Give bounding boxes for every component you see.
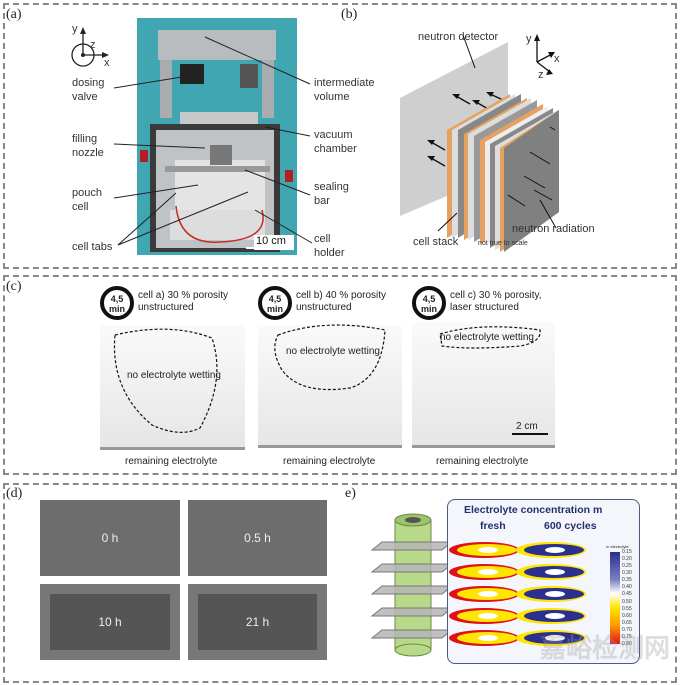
colorbar-title: m electrolyte (606, 544, 629, 549)
colorbar-tick: 0.45 (622, 591, 632, 598)
colorbar-tick: 0.20 (622, 556, 632, 563)
colorbar-tick: 0.65 (622, 619, 632, 626)
axis-x-label-b: x (554, 53, 560, 65)
cell-a-image (100, 325, 245, 450)
fresh-map-center (478, 635, 498, 641)
not-to-scale-note: not true to scale (478, 240, 528, 247)
panel-de (3, 483, 677, 683)
axis-z-label-b: z (538, 69, 544, 81)
colorbar-tick: 0.30 (622, 570, 632, 577)
column-600-cycles: 600 cycles (544, 520, 597, 532)
cell-a-region: no electrolyte wetting (127, 370, 221, 381)
colorbar-tick: 0.80 (622, 641, 632, 647)
colorbar-tick: 0.50 (622, 598, 632, 605)
panel-c-label: (c) (6, 279, 22, 294)
label-cell-holder: cell holder (314, 233, 345, 259)
neutron-radiation-label: neutron radiation (512, 223, 595, 235)
neutron-image-21h: 21 h (188, 584, 327, 660)
label-pouch-cell: pouch cell (72, 187, 102, 213)
cycled-map-center (545, 613, 565, 619)
cell-stack-label: cell stack (413, 236, 459, 248)
cycled-map-center (545, 547, 565, 553)
fresh-map-center (478, 547, 498, 553)
colorbar (610, 552, 620, 644)
colorbar-tick: 0.70 (622, 626, 632, 633)
neutron-image-0h: 0 h (40, 500, 180, 576)
label-dosing-valve: dosing valve (72, 77, 105, 103)
scale-bar-c: 2 cm (516, 421, 538, 432)
label-intermediate-volume: intermediate volume (314, 77, 375, 103)
axis-x-label: x (104, 57, 110, 69)
fresh-map-center (478, 591, 498, 597)
neutron-detector-label: neutron detector (418, 31, 499, 43)
cycled-map-center (545, 591, 565, 597)
colorbar-tick: 0.75 (622, 633, 632, 640)
label-vacuum-chamber: vacuum chamber (314, 129, 357, 155)
fresh-map-center (478, 569, 498, 575)
cell-c-region: no electrolyte wetting (440, 332, 534, 343)
panel-b-label: (b) (341, 7, 358, 22)
cell-b-region: no electrolyte wetting (286, 346, 380, 357)
column-fresh: fresh (480, 520, 506, 532)
axis-z-label: z (90, 39, 96, 51)
colorbar-tick: 0.40 (622, 584, 632, 591)
cell-c-title: cell c) 30 % porosity,laser structured (450, 290, 542, 313)
colorbar-tick: 0.15 (622, 549, 632, 555)
axis-y-label-b: y (526, 33, 532, 45)
cell-a-bottom: remaining electrolyte (125, 456, 218, 467)
watermark: 嘉峪检测网 (540, 633, 671, 663)
panel-e-title: Electrolyte concentration m (464, 504, 603, 516)
label-cell-tabs: cell tabs (72, 241, 113, 253)
label-sealing-bar: sealing bar (314, 181, 349, 207)
colorbar-tick: 0.60 (622, 612, 632, 619)
neutron-image-0-5h: 0.5 h (188, 500, 327, 576)
label-filling-nozzle: filling nozzle (72, 133, 104, 159)
cell-b-image (258, 325, 402, 448)
cell-c-bottom: remaining electrolyte (436, 456, 529, 467)
colorbar-tick: 0.55 (622, 605, 632, 612)
cell-b-bottom: remaining electrolyte (283, 456, 376, 467)
axis-y-label: y (72, 23, 78, 35)
colorbar-tick: 0.35 (622, 577, 632, 584)
panel-c (3, 275, 677, 475)
fresh-map-center (478, 613, 498, 619)
neutron-image-10h: 10 h (40, 584, 180, 660)
scale-bar-label: 10 cm (256, 235, 286, 247)
panel-a-label: (a) (6, 7, 22, 22)
panel-e-label: e) (345, 486, 356, 501)
colorbar-tick: 0.25 (622, 563, 632, 570)
panel-d-label: (d) (6, 486, 23, 501)
panel-ab (3, 3, 677, 269)
cycled-map-center (545, 635, 565, 641)
cycled-map-center (545, 569, 565, 575)
